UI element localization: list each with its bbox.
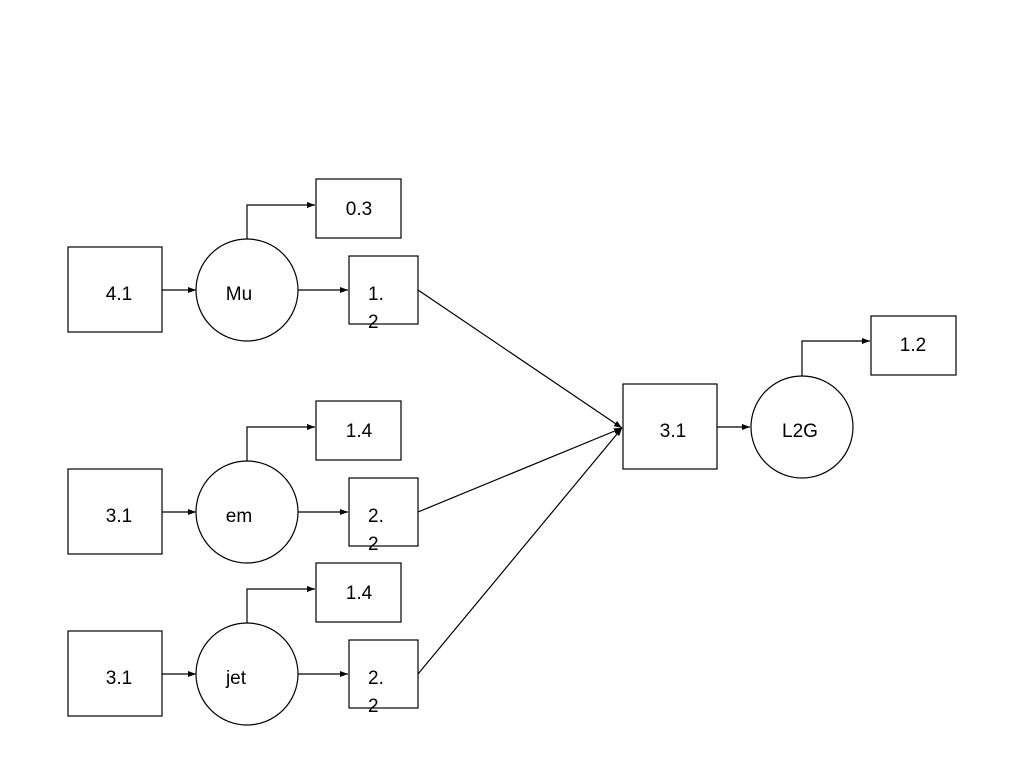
jet-output-box: [348, 639, 419, 709]
combiner-box: [622, 383, 718, 470]
em-node-label: em: [226, 506, 252, 527]
row-em: 3.1 em 1.4 2. 2: [67, 400, 419, 564]
row-jet: 3.1 jet 1.4 2. 2: [67, 562, 419, 726]
em-output-value-line1: 2.: [368, 506, 384, 527]
mu-output-value-line1: 1.: [368, 284, 384, 305]
mu-side-value: 0.3: [346, 199, 372, 220]
mu-input-value: 4.1: [106, 284, 132, 305]
jet-node-label: jet: [225, 668, 247, 689]
jet-side-arrow: [246, 586, 315, 623]
mu-output-value-line2: 2: [368, 312, 379, 333]
jet-input-value: 3.1: [106, 668, 132, 689]
row-mu: 4.1 Mu 0.3 1. 2: [67, 178, 419, 342]
l2g-side-box: [870, 315, 957, 376]
mu-input-box: [67, 246, 163, 333]
mu-side-box: [315, 178, 402, 239]
jet-side-box: [315, 562, 402, 623]
em-side-arrow: [246, 424, 315, 461]
combiner-stage: 3.1 L2G 1.2: [622, 315, 957, 479]
l2g-side-value: 1.2: [900, 335, 926, 356]
em-input-box: [67, 468, 163, 555]
em-to-combiner-line: [417, 427, 623, 513]
em-input-value: 3.1: [106, 506, 132, 527]
jet-node: [195, 622, 299, 726]
em-output-value-line2: 2: [368, 534, 379, 555]
converging-connectors: [417, 289, 623, 675]
jet-to-combiner-line: [417, 427, 623, 675]
mu-side-arrow: [246, 202, 315, 239]
jet-output-value-line2: 2: [368, 696, 379, 717]
mu-node-label: Mu: [226, 284, 252, 305]
l2g-node-label: L2G: [782, 421, 818, 442]
em-side-value: 1.4: [346, 421, 373, 442]
jet-side-value: 1.4: [346, 583, 373, 604]
combiner-value: 3.1: [660, 421, 686, 442]
mu-to-combiner-line: [417, 289, 623, 429]
l2g-side-arrow: [801, 338, 870, 376]
mu-output-box: [348, 255, 419, 325]
jet-output-value-line1: 2.: [368, 668, 384, 689]
jet-input-box: [67, 630, 163, 717]
em-output-box: [348, 477, 419, 547]
em-side-box: [315, 400, 402, 461]
